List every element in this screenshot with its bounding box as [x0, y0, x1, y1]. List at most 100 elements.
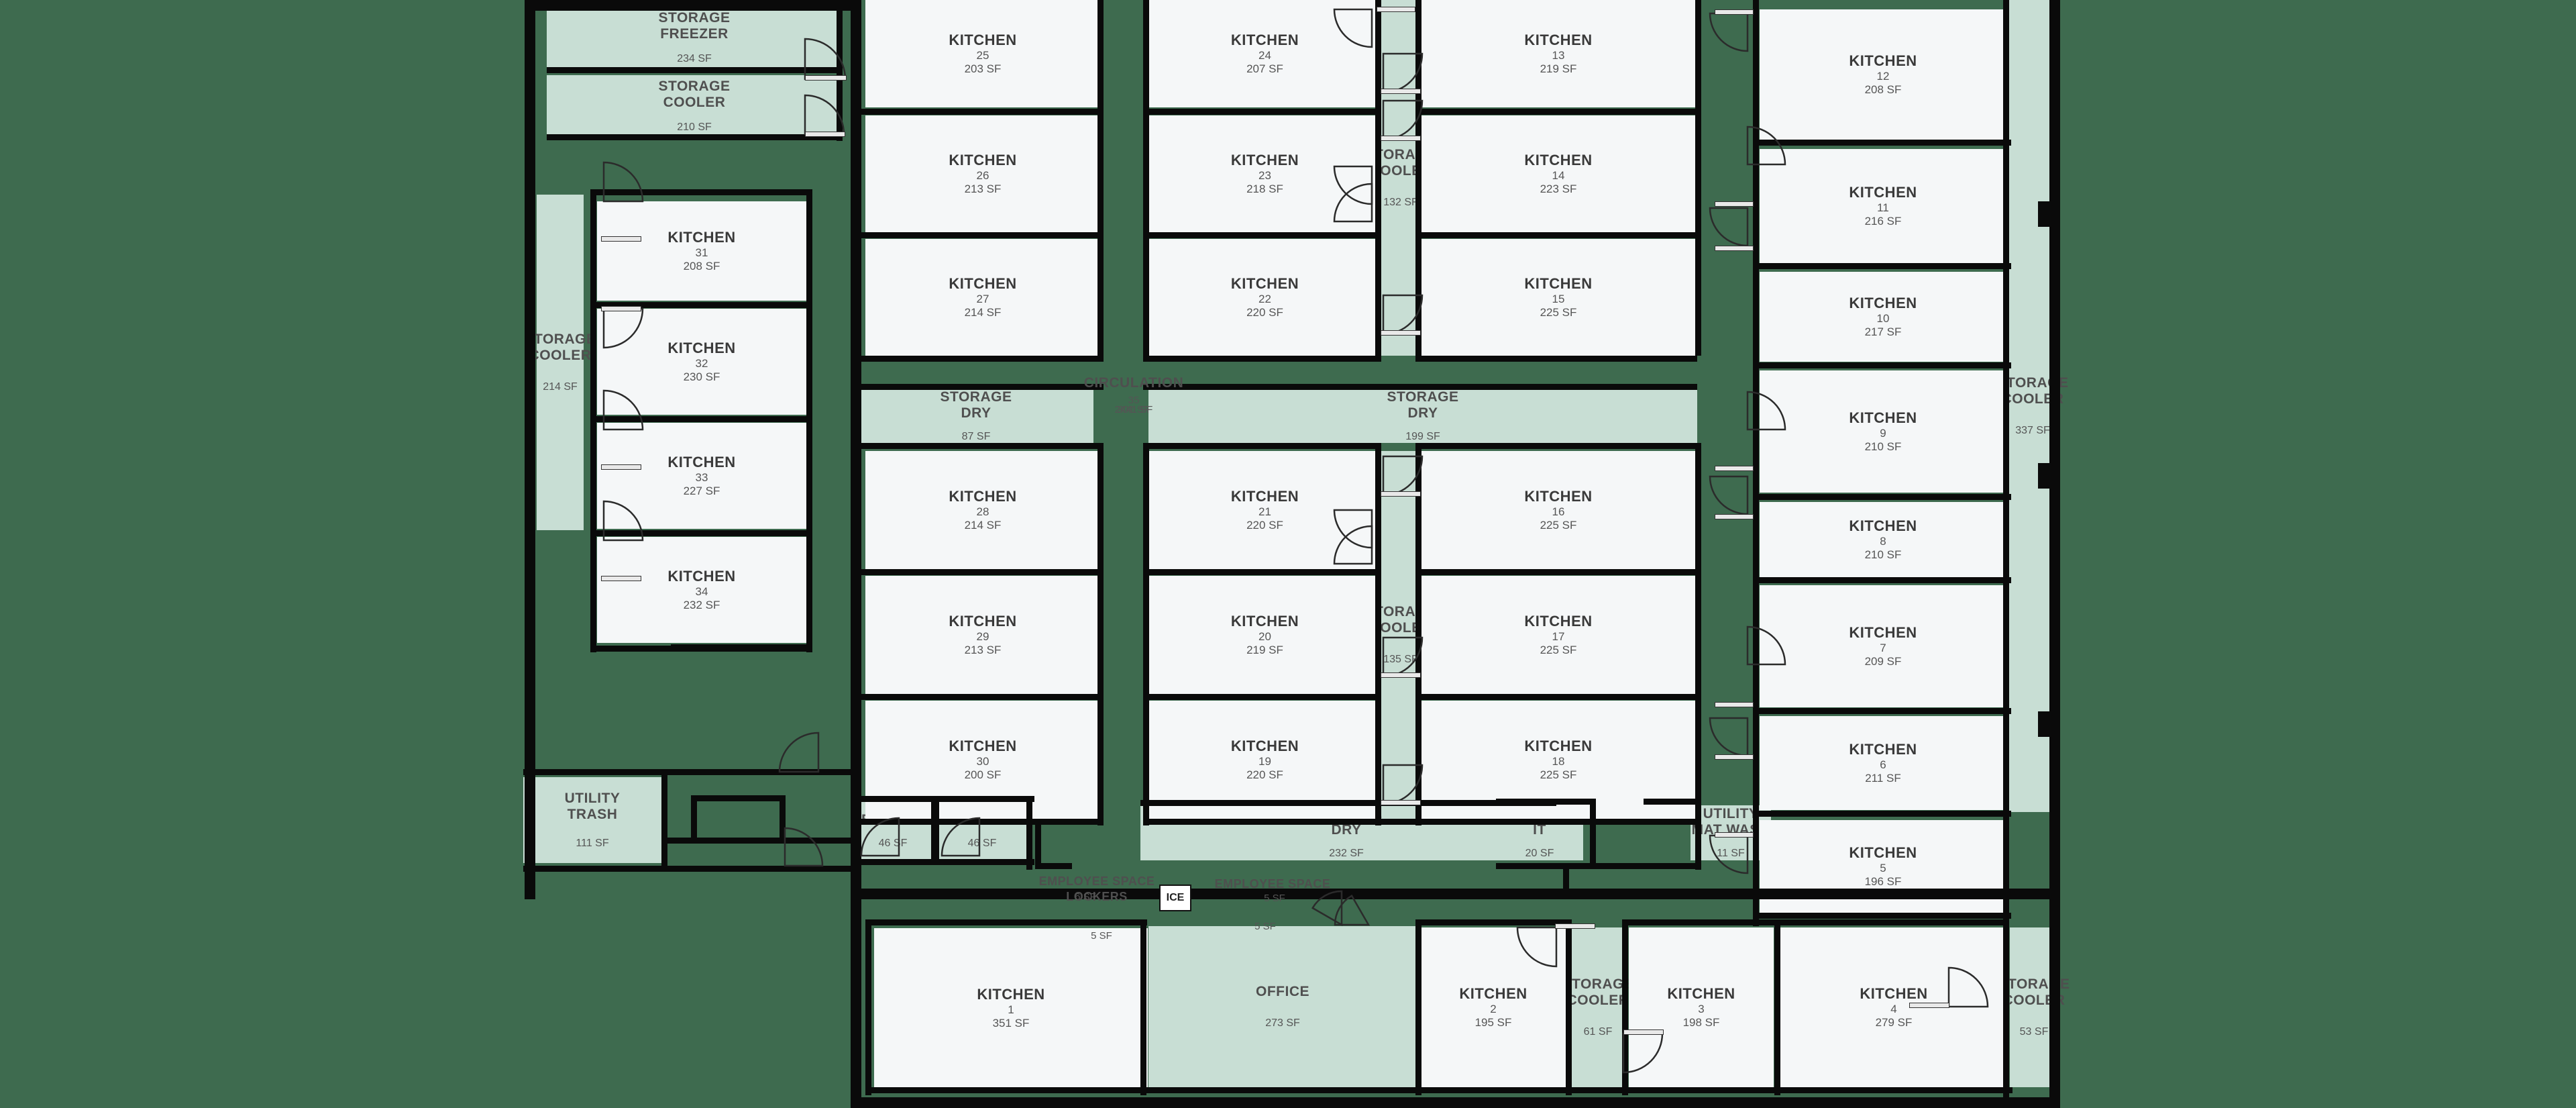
wall-k2-east: [1566, 919, 1572, 1095]
room-name: KITCHEN: [1849, 409, 1917, 426]
room-name: KITCHEN: [667, 229, 736, 246]
wall-k4-top: [1774, 919, 2009, 925]
wall-k22-bottom: [1143, 356, 1381, 362]
room-area: 337 SF: [2015, 425, 2050, 436]
door-swing-1: [804, 94, 845, 136]
room-name: KITCHEN: [949, 32, 1017, 48]
door-leaf-15: [1715, 246, 1754, 251]
room-area: 203 SF: [964, 62, 1002, 75]
room-name: KITCHEN: [667, 568, 736, 585]
door-leaf-23: [1909, 1003, 1949, 1008]
wall-colA-east: [1097, 0, 1104, 356]
door-leaf-20: [1715, 832, 1754, 838]
wall-k4-east: [2003, 919, 2009, 1095]
wall-k7-k6: [1753, 708, 2011, 714]
door-swing-16: [1382, 636, 1424, 678]
room-area: 196 SF: [1864, 875, 1902, 888]
door-leaf-22: [1623, 1029, 1664, 1035]
room-area: 61 SF: [1583, 1026, 1613, 1038]
wall-colB-west: [1143, 0, 1149, 356]
door-leaf-0: [805, 75, 847, 81]
room-area: 210 SF: [1864, 440, 1902, 453]
room-name: KITCHEN: [1524, 738, 1593, 754]
room-area: 20 SF: [1525, 847, 1554, 859]
wall-utility-trash-top: [523, 769, 859, 775]
room-name-line2: FREEZER: [660, 26, 729, 42]
room-number: 9: [1880, 427, 1886, 440]
room-area: 220 SF: [1246, 519, 1283, 532]
room-area: 213 SF: [964, 644, 1002, 656]
notch-east-3: [2038, 711, 2054, 737]
room-name: KITCHEN: [1524, 32, 1593, 48]
door-leaf-6: [1377, 7, 1415, 12]
room-name: KITCHEN: [1230, 613, 1299, 629]
wall-k1-top: [865, 919, 1147, 925]
wall-k31-top: [590, 189, 812, 195]
room-number: 2: [1490, 1003, 1497, 1015]
wall-k32-k33: [590, 416, 812, 422]
wall-k6-k5: [1753, 811, 2011, 817]
room-name: KITCHEN: [1230, 488, 1299, 505]
wall-colC-west-lower: [1415, 443, 1421, 825]
door-swing-20: [1709, 207, 1749, 247]
notch-east-1: [2038, 201, 2054, 227]
wall-k26-k27: [859, 232, 1104, 238]
wall-equip-link-w: [661, 838, 702, 844]
door-leaf-18: [1715, 702, 1754, 707]
room-area: 223 SF: [1540, 183, 1577, 195]
wall-k25-k26: [859, 109, 1104, 115]
door-leaf-3: [601, 306, 641, 311]
room-name: KITCHEN: [1230, 738, 1299, 754]
room-name-line1: STORAGE: [524, 332, 596, 347]
wall-k13-k14: [1415, 109, 1697, 115]
wall-k30-bottom: [859, 819, 1104, 825]
room-area: 132 SF: [1383, 197, 1418, 208]
room-area: 234 SF: [677, 53, 712, 65]
room-name-line1: UTILITY: [564, 791, 621, 807]
room-number: 25: [976, 49, 989, 62]
ice-machine[interactable]: ICE: [1159, 885, 1191, 911]
door-leaf-19: [1715, 754, 1754, 760]
door-swing-15: [1333, 525, 1373, 565]
